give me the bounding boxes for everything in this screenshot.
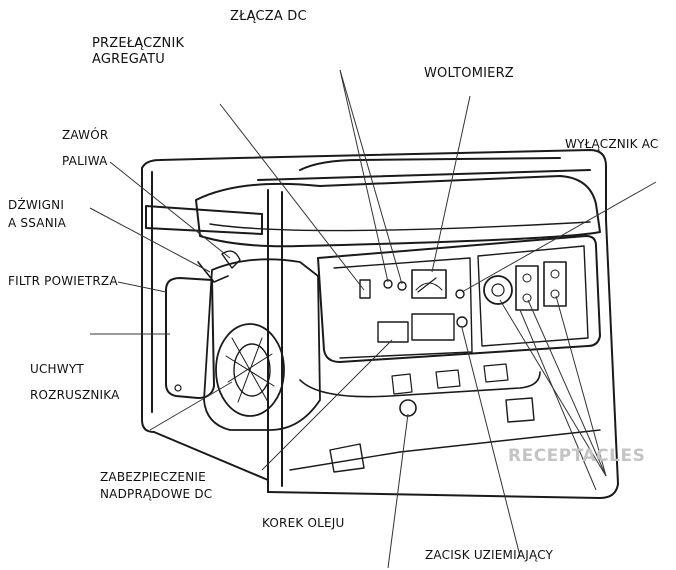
leader-fuel-valve xyxy=(109,161,231,259)
frame-handle xyxy=(145,205,263,235)
voltmeter-needle xyxy=(417,277,437,293)
label-dc-protection-line1: ZABEZPIECZENIE xyxy=(100,470,206,484)
label-voltmeter: WOLTOMIERZ xyxy=(424,66,514,81)
fuel-tank xyxy=(195,175,601,248)
unit-switch xyxy=(359,279,371,299)
leader-receptacles-c xyxy=(555,295,607,477)
leader-starter xyxy=(149,381,233,431)
leader-oil-cap xyxy=(387,413,409,569)
label-starter-line1: UCHWYT xyxy=(30,362,84,376)
label-air-filter: FILTR POWIETRZA xyxy=(8,274,118,288)
base-rail-left xyxy=(289,451,401,471)
receptacle-duplex-1 xyxy=(515,265,539,311)
label-choke-line2: A SSANIA xyxy=(8,216,67,230)
base-vent-1 xyxy=(391,373,413,395)
leader-choke xyxy=(89,207,211,273)
leader-unit-switch xyxy=(219,103,365,291)
oil-cap xyxy=(399,399,417,417)
frame-front-right-post xyxy=(605,219,619,485)
fuel-valve-knob xyxy=(221,250,241,269)
recoil-starter-fins xyxy=(225,337,275,403)
frame-front-left-post xyxy=(141,167,155,433)
recoil-starter xyxy=(215,323,285,417)
label-oil-cap: KOREK OLEJU xyxy=(262,516,345,530)
dc-protection-button xyxy=(377,321,409,343)
label-fuel-valve-line1: ZAWÓR xyxy=(62,128,109,142)
air-filter-bolt xyxy=(174,384,182,392)
fuel-tank-seam xyxy=(209,221,591,232)
label-fuel-valve-line2: PALIWA xyxy=(62,154,108,168)
receptacle-round xyxy=(483,275,513,305)
leader-ground-terminal xyxy=(461,327,521,557)
engine-base xyxy=(299,371,541,398)
base-vent-3 xyxy=(483,363,509,383)
voltmeter-gauge xyxy=(411,269,447,299)
label-dc-protection-line2: NADPRĄDOWE DC xyxy=(100,487,213,501)
control-panel xyxy=(317,235,601,363)
rubber-mount-right xyxy=(505,397,535,423)
label-unit-switch-line2: AGREGATU xyxy=(92,52,165,67)
label-choke-line1: DŹWIGNI xyxy=(8,198,65,212)
panel-label-plate xyxy=(411,313,455,341)
receptacles-watermark: RECEPTACLES xyxy=(508,446,646,466)
frame-top-right-tube xyxy=(237,149,607,221)
receptacle-round-inner xyxy=(491,283,505,297)
air-filter-box xyxy=(165,277,215,399)
frame-bottom-front xyxy=(267,483,619,499)
label-starter-line2: ROZRUSZNIKA xyxy=(30,388,120,402)
dc-connector-2 xyxy=(397,281,407,291)
label-dc-connectors: ZŁĄCZA DC xyxy=(230,9,307,24)
rubber-mount-left xyxy=(329,443,365,473)
ac-breaker xyxy=(455,289,465,299)
control-panel-inner xyxy=(333,257,473,359)
base-rail-right xyxy=(399,429,601,453)
leader-receptacles-d xyxy=(519,309,597,491)
leader-air-filter xyxy=(117,281,167,293)
frame-mid-rail xyxy=(257,169,591,181)
base-vent-2 xyxy=(435,369,461,389)
ground-terminal xyxy=(456,316,468,328)
frame-base-left xyxy=(153,431,269,481)
engine-body xyxy=(203,258,321,431)
leader-voltmeter xyxy=(431,95,471,273)
leader-dc-connectors-b xyxy=(339,69,403,285)
voltmeter-scale xyxy=(415,282,443,291)
leader-receptacles-b xyxy=(527,299,607,477)
receptacle-duplex-2 xyxy=(543,261,567,307)
label-ground-terminal: ZACISK UZIEMIAJĄCY xyxy=(425,548,554,562)
ac-panel xyxy=(477,245,589,347)
recoil-starter-inner xyxy=(233,343,271,397)
leader-ac-breaker xyxy=(461,181,657,293)
label-unit-switch-line1: PRZEŁĄCZNIK xyxy=(92,36,185,51)
leader-dc-connectors-a xyxy=(339,69,389,283)
leader-dc-protection xyxy=(261,339,393,471)
label-ac-breaker: WYŁĄCZNIK AC xyxy=(565,137,659,151)
frame-top-left-tube xyxy=(141,157,239,169)
frame-rear-bar xyxy=(299,157,561,171)
